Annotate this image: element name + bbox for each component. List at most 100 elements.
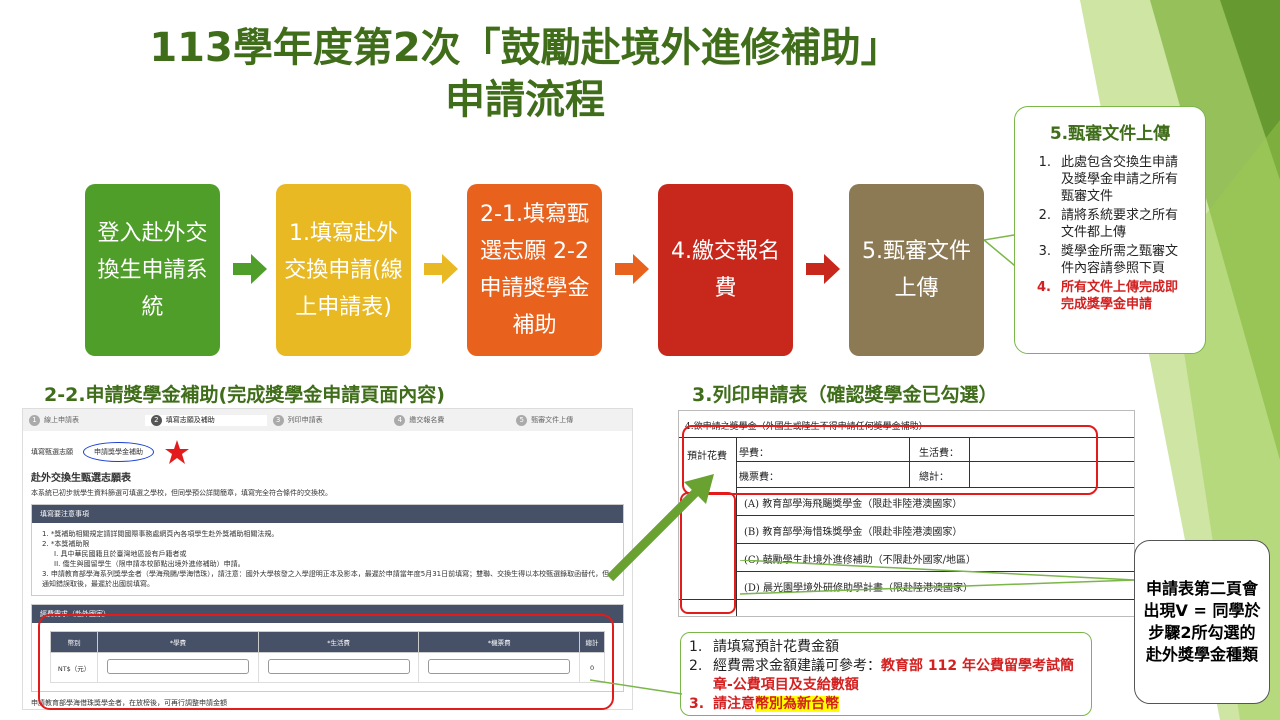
title-line-1: 113學年度第2次「鼓勵赴境外進修補助」 — [149, 25, 901, 71]
step-label: 登入赴外交換生申請系統 — [97, 220, 208, 320]
item-text: 請注意 — [713, 696, 755, 712]
list-item: 1. 此處包含交換生申請及獎學金申請之所有甄審文件 — [1023, 154, 1189, 205]
list-item: 3.獎學金所需之甄審文件內容請參照下頁 — [1023, 243, 1189, 277]
screenshot-heading: 赴外交換生甄選志願表 — [31, 473, 131, 484]
notice-line: 1. *獎補助相關規定請詳閱國際事務處網頁內各項學生赴外獎補助相關法規。 — [42, 530, 279, 538]
step-label: 5.甄審文件上傳 — [862, 239, 971, 301]
form-row-label: 預計花費 — [687, 451, 727, 462]
column-header: *學費 — [97, 631, 259, 653]
tab-number: 4 — [394, 414, 406, 426]
notice-line: II. 僑生與國留學生（限申請本校節點出境外進修補助）申請。 — [54, 560, 245, 568]
living-cell — [257, 652, 420, 683]
printed-form: 4.欲申請之獎學金（外國生或陸生不得申請任何獎學金補助） 預計花費 學費： 生活… — [678, 410, 1135, 617]
page-title: 113學年度第2次「鼓勵赴境外進修補助」 申請流程 — [60, 22, 990, 126]
list-item: 2. 經費需求金額建議可參考：教育部 112 年公費留學考試簡章-公費項目及支給數… — [689, 657, 1083, 695]
column-header: *機票費 — [418, 631, 581, 653]
list-item: 1. 請填寫預計花費金額 — [689, 638, 1083, 657]
step-upload-documents: 5.甄審文件上傳 — [849, 184, 984, 356]
item-text: 此處包含交換生申請及獎學金申請之所有甄審文件 — [1061, 155, 1179, 204]
tab-label: 線上申請表 — [44, 416, 79, 424]
form-option-a: (A) 教育部學海飛颺獎學金（限赴非陸港澳國家） — [736, 487, 1134, 516]
notice-line: 3. 申請教育部學海系列獎學金者（學海飛颺/學海惜珠），請注意：國外大學核發之入… — [42, 570, 610, 588]
tab-online-form[interactable]: 1 線上申請表 — [23, 414, 145, 426]
step-choose-and-apply: 2-1.填寫甄選志願 2-2申請獎學金補助 — [467, 184, 602, 356]
notice-panel: 填寫要注意事項 1. *獎補助相關規定請詳閱國際事務處網頁內各項學生赴外獎補助相… — [31, 504, 624, 596]
living-expense-input[interactable] — [267, 659, 410, 674]
table-row: NT$（元） 0 — [49, 652, 605, 683]
fee-panel: 經費需求（赴外國家） 幣別 *學費 *生活費 *機票費 總計 NT$（元） 0 — [31, 604, 624, 692]
right-arrow-icon — [806, 254, 840, 284]
explanation-text: 申請表第二頁會出現V = 同學於步驟2所勾選的赴外獎學金種類 — [1143, 579, 1261, 664]
form-ticket: 機票費： — [739, 472, 779, 483]
item-number: 3. — [1038, 244, 1051, 259]
page-two-explanation: 申請表第二頁會出現V = 同學於步驟2所勾選的赴外獎學金種類 — [1134, 540, 1270, 704]
section-heading-print: 3.列印申請表（確認獎學金已勾選） — [692, 384, 998, 406]
form-living: 生活費： — [919, 448, 959, 459]
airfare-input[interactable] — [428, 659, 571, 674]
tuition-input[interactable] — [106, 659, 249, 674]
upload-documents-callout: 5.甄審文件上傳 1.此處包含交換生申請及獎學金申請之所有甄審文件 2.請將系統… — [1014, 106, 1206, 354]
item-text: 經費需求金額建議可參考： — [713, 658, 881, 674]
tab-number: 3 — [272, 414, 284, 426]
right-arrow-icon — [233, 254, 267, 284]
subtab-choices[interactable]: 填寫甄選志願 — [31, 448, 73, 456]
subtabs: 填寫甄選志願 申請獎學金補助 — [23, 431, 632, 467]
fee-table-wrap: 幣別 *學費 *生活費 *機票費 總計 NT$（元） 0 — [32, 623, 623, 691]
list-item: 3. 請注意幣別為新台幣 — [689, 695, 1083, 714]
note-list: 1. 請填寫預計花費金額 2. 經費需求金額建議可參考：教育部 112 年公費留學考… — [689, 638, 1083, 714]
item-number: 1. — [689, 639, 703, 655]
expense-highlight-box — [682, 425, 1098, 495]
form-option-b: (B) 教育部學海惜珠獎學金（限赴非陸港澳國家） — [736, 515, 1134, 544]
form-header: 4.欲申請之獎學金（外國生或陸生不得申請任何獎學金補助） — [685, 422, 928, 432]
step-login-system: 登入赴外交換生申請系統 — [85, 184, 220, 356]
item-number: 3. — [689, 696, 705, 712]
currency-cell: NT$（元） — [49, 652, 99, 683]
item-text: 所有文件上傳完成即完成獎學金申請 — [1061, 280, 1179, 312]
total-cell: 0 — [579, 652, 605, 683]
tab-number: 1 — [29, 414, 40, 426]
step-label: 4.繳交報名費 — [671, 239, 780, 301]
option-text: (B) 教育部學海惜珠獎學金（限赴非陸港澳國家） — [744, 526, 963, 538]
notice-line: I. 具中華民國籍且於臺灣地區設有戶籍者或 — [54, 550, 187, 558]
step-pay-fee: 4.繳交報名費 — [658, 184, 793, 356]
form-tuition: 學費： — [739, 448, 769, 459]
right-arrow-icon — [424, 254, 458, 284]
right-arrow-icon — [615, 254, 649, 284]
column-header: 總計 — [579, 631, 605, 653]
option-text: (A) 教育部學海飛颺獎學金（限赴非陸港澳國家） — [744, 498, 963, 510]
note-connector — [590, 679, 683, 695]
tab-number: 2 — [150, 414, 162, 426]
fee-instructions-note: 1. 請填寫預計花費金額 2. 經費需求金額建議可參考：教育部 112 年公費留學考… — [680, 632, 1092, 716]
form-option-c: (C) 鼓勵學生赴境外進修補助（不限赴外國家/地區） — [736, 543, 1134, 572]
column-header: *生活費 — [257, 631, 420, 653]
star-icon — [165, 440, 189, 464]
tab-number: 5 — [516, 414, 528, 426]
screenshot-footer: 申請教育部學海借珠獎學金者，在放榜後，可再行調整申請金額 — [31, 699, 227, 707]
fee-highlight-box — [38, 614, 614, 710]
item-number: 1. — [1038, 155, 1051, 170]
tab-label: 填寫志願及補助 — [165, 416, 215, 424]
connector-lines — [739, 560, 1136, 595]
list-item: 2.請將系統要求之所有文件都上傳 — [1023, 207, 1189, 241]
item-text-highlight: 幣別為新台幣 — [755, 696, 839, 712]
step-label: 2-1.填寫甄選志願 2-2申請獎學金補助 — [479, 202, 590, 338]
tab-label: 甄審文件上傳 — [531, 416, 574, 424]
step-label: 1.填寫赴外交換申請(線上申請表) — [284, 220, 403, 320]
item-number: 2. — [689, 658, 703, 674]
title-line-2: 申請流程 — [445, 77, 605, 123]
item-text: 請填寫預計花費金額 — [713, 639, 839, 655]
form-total: 總計： — [919, 472, 949, 483]
subtab-scholarship[interactable]: 申請獎學金補助 — [83, 442, 154, 462]
item-text-emphasis: 教育部 112 年公費留學考試簡章-公費項目及支給數額 — [713, 658, 1074, 693]
option-text: (C) 鼓勵學生赴境外進修補助（不限赴外國家/地區） — [744, 554, 977, 566]
table-header-row: 幣別 *學費 *生活費 *機票費 總計 — [49, 631, 605, 653]
item-number: 4. — [1037, 280, 1051, 295]
notice-bar: 填寫要注意事項 — [32, 505, 623, 523]
list-item: 4. 所有文件上傳完成即完成獎學金申請 — [1023, 279, 1189, 313]
tab-label: 列印申請表 — [287, 416, 323, 424]
